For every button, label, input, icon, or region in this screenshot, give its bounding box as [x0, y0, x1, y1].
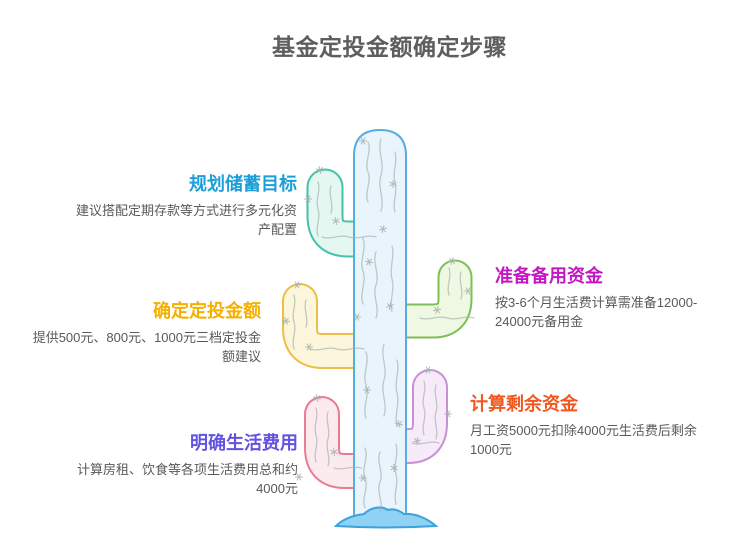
cactus-base-mound: [333, 506, 439, 529]
step-heading: 规划储蓄目标: [189, 174, 297, 194]
step-description: 按3-6个月生活费计算需准备12000- 24000元备用金: [495, 295, 698, 329]
step-clarify-living-expense: 明确生活费用 计算房租、饮食等各项生活费用总和约 4000元: [0, 432, 298, 498]
step-heading: 确定定投金额: [153, 301, 261, 321]
cactus-arm-purple: [378, 369, 448, 464]
page-title: 基金定投金额确定步骤: [272, 34, 507, 60]
step-description: 计算房租、饮食等各项生活费用总和约 4000元: [76, 462, 298, 496]
step-plan-savings-goal: 规划储蓄目标 建议搭配定期存款等方式进行多元化资 产配置: [0, 173, 297, 239]
cactus-arm-mint: [306, 168, 385, 258]
step-heading: 明确生活费用: [190, 433, 298, 453]
step-prepare-reserve-fund: 准备备用资金 按3-6个月生活费计算需准备12000- 24000元备用金: [495, 265, 729, 331]
step-set-investment-amount: 确定定投金额 提供500元、800元、1000元三档定投金 额建议: [0, 300, 261, 366]
step-calculate-remaining-fund: 计算剩余资金 月工资5000元扣除4000元生活费后剩余 1000元: [470, 393, 729, 459]
cactus-texture-lines: [292, 138, 475, 513]
cactus-trunk: [353, 128, 407, 523]
step-heading: 计算剩余资金: [470, 394, 578, 414]
cactus-arm-yellow: [282, 283, 384, 369]
step-description: 建议搭配定期存款等方式进行多元化资 产配置: [75, 203, 297, 237]
step-description: 提供500元、800元、1000元三档定投金 额建议: [32, 330, 261, 364]
step-heading: 准备备用资金: [495, 266, 603, 286]
cactus-arm-green: [378, 259, 473, 339]
step-description: 月工资5000元扣除4000元生活费后剩余 1000元: [470, 423, 697, 457]
